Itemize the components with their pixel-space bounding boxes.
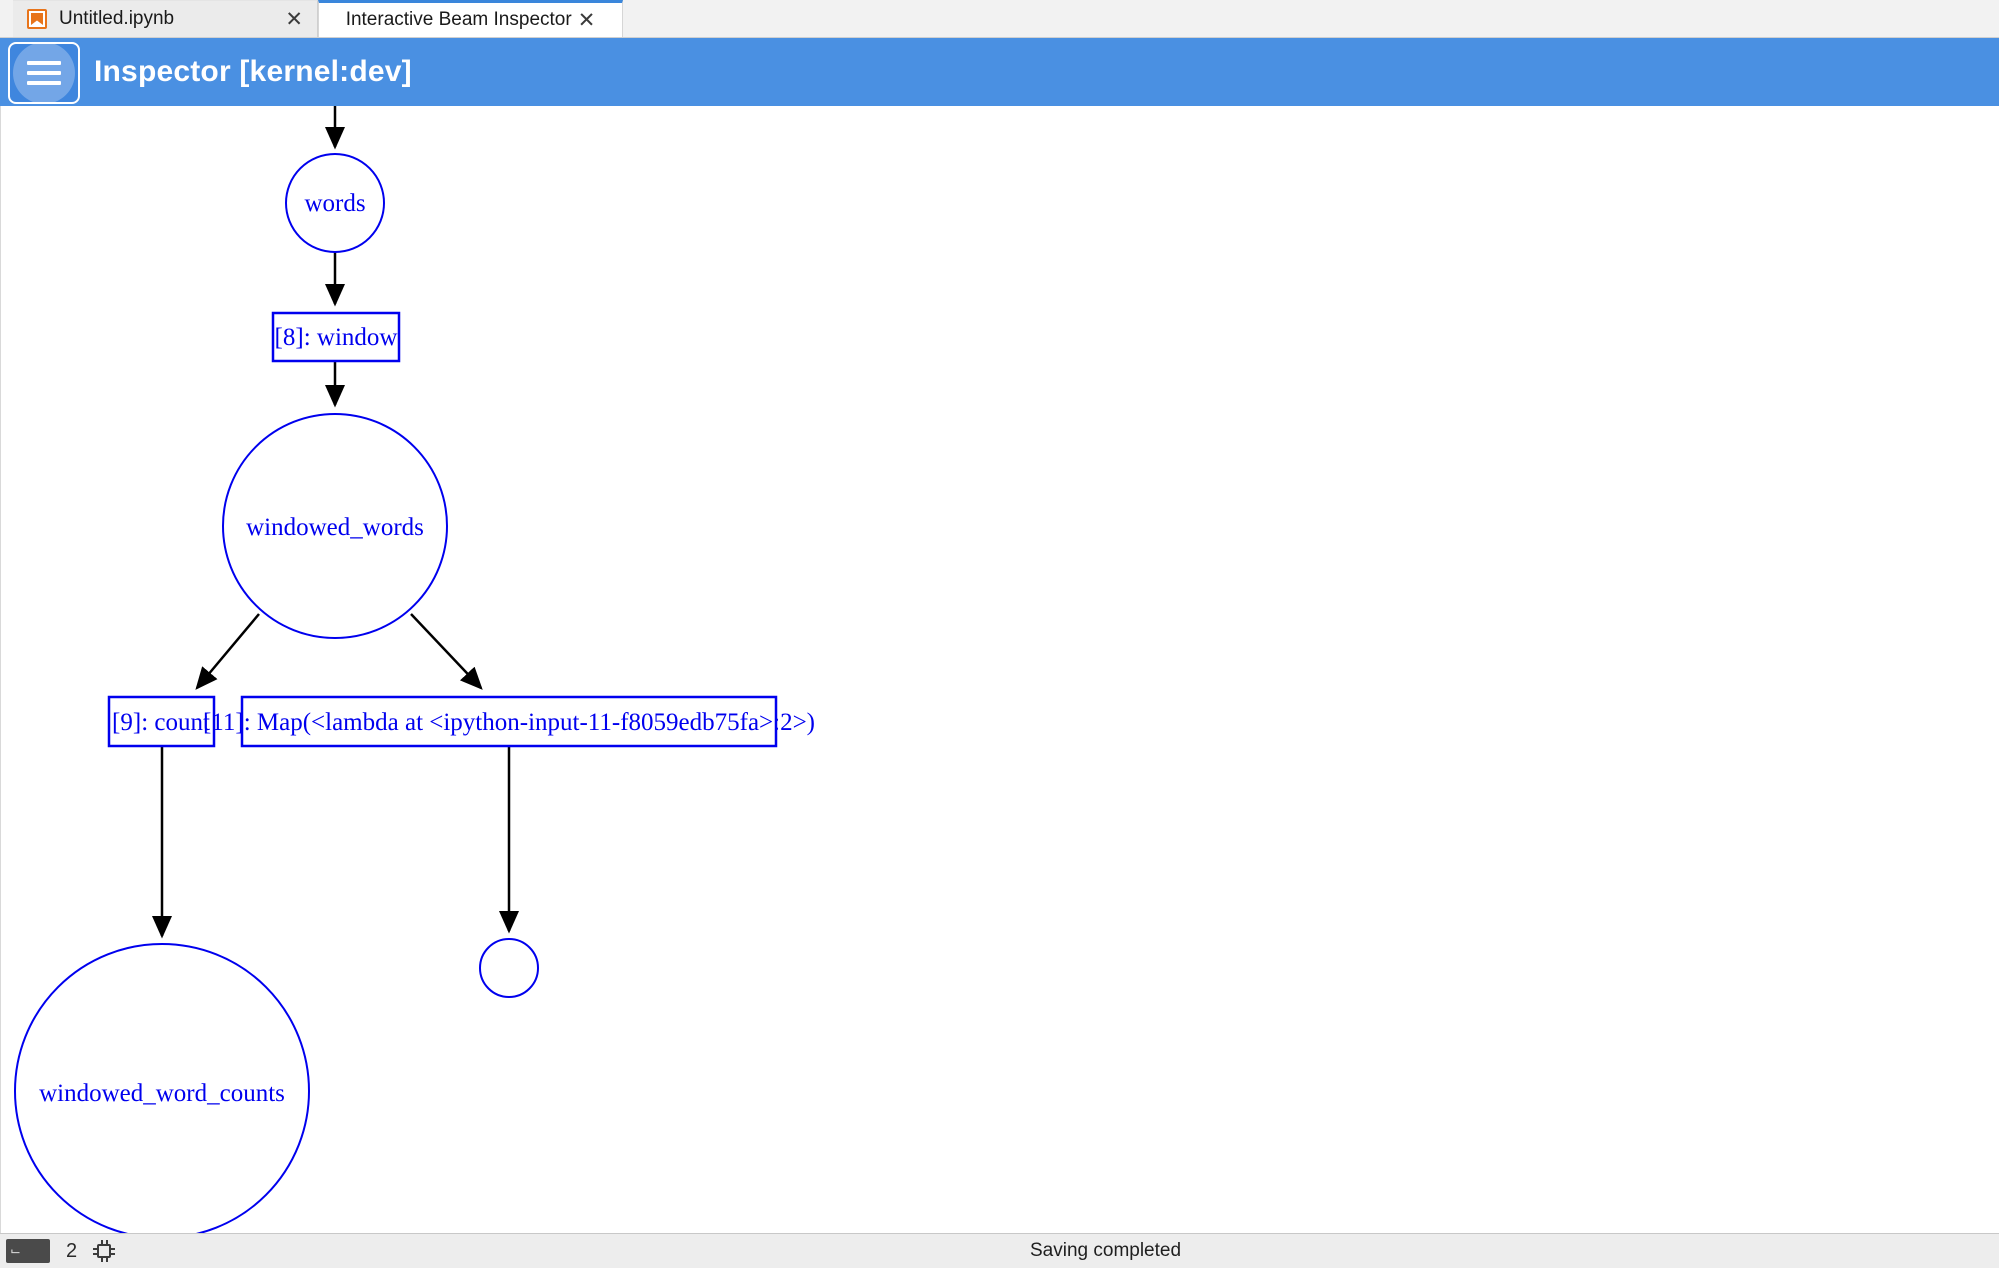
- tab-interactive-beam-inspector[interactable]: Interactive Beam Inspector ✕: [318, 0, 623, 37]
- hamburger-menu-button[interactable]: [8, 42, 80, 104]
- node-label: windowed_word_counts: [39, 1080, 285, 1107]
- kernel-count: 2: [66, 1239, 78, 1262]
- beam-pipeline-graph-canvas[interactable]: words [8]: window windowed_words [9]: co…: [0, 106, 1999, 1233]
- close-icon[interactable]: ✕: [285, 7, 303, 31]
- tab-untitled-ipynb[interactable]: Untitled.ipynb ✕: [13, 0, 318, 37]
- page-title: Inspector [kernel:dev]: [94, 55, 412, 88]
- node-shape-box: [240, 695, 778, 748]
- tab-bar-left-spacer: [0, 0, 13, 37]
- terminal-icon[interactable]: ⌙: [6, 1239, 50, 1263]
- tab-bar: Untitled.ipynb ✕ Interactive Beam Inspec…: [0, 0, 1999, 38]
- graph-edges: [152, 106, 519, 939]
- node-shape-ellipse: [222, 413, 448, 639]
- graph-node-window[interactable]: [8]: window: [271, 311, 401, 363]
- node-label: windowed_words: [246, 514, 424, 541]
- edge-windowed-words-to-count: [195, 613, 260, 690]
- tab-label: Untitled.ipynb: [59, 8, 175, 29]
- inspector-app-bar: Inspector [kernel:dev]: [0, 38, 1999, 106]
- graph-node-words[interactable]: words: [285, 153, 385, 253]
- node-shape-ellipse: [479, 938, 539, 998]
- close-icon[interactable]: ✕: [577, 8, 596, 32]
- node-shape-box: [271, 311, 401, 363]
- notebook-icon: [27, 9, 47, 29]
- graph-nodes: words [8]: window windowed_words [9]: co…: [14, 153, 815, 1233]
- pipeline-graph: words [8]: window windowed_words [9]: co…: [14, 106, 815, 1233]
- node-shape-box: [107, 695, 216, 748]
- graph-node-map[interactable]: [11]: Map(<lambda at <ipython-input-11-f…: [203, 695, 815, 748]
- graph-node-count[interactable]: [9]: count: [107, 695, 216, 748]
- edge-windowed-words-to-map: [410, 613, 483, 690]
- kernel-chip-icon[interactable]: [93, 1240, 116, 1262]
- node-label: [11]: Map(<lambda at <ipython-input-11-f…: [203, 709, 815, 736]
- node-label: [9]: count: [112, 709, 210, 736]
- graph-node-windowed-words[interactable]: windowed_words: [222, 413, 448, 639]
- status-bar: ⌙ 2 Saving completed: [0, 1233, 1999, 1268]
- graph-node-windowed-word-counts[interactable]: windowed_word_counts: [14, 943, 310, 1233]
- graph-node-unnamed-pcoll[interactable]: [479, 938, 539, 998]
- tab-label: Interactive Beam Inspector: [345, 9, 572, 30]
- node-label: [8]: window: [275, 324, 398, 351]
- node-label: words: [304, 190, 365, 217]
- node-shape-ellipse: [14, 943, 310, 1233]
- node-shape-ellipse: [285, 153, 385, 253]
- status-message: Saving completed: [1030, 1240, 1182, 1261]
- hamburger-menu-icon: [27, 55, 61, 91]
